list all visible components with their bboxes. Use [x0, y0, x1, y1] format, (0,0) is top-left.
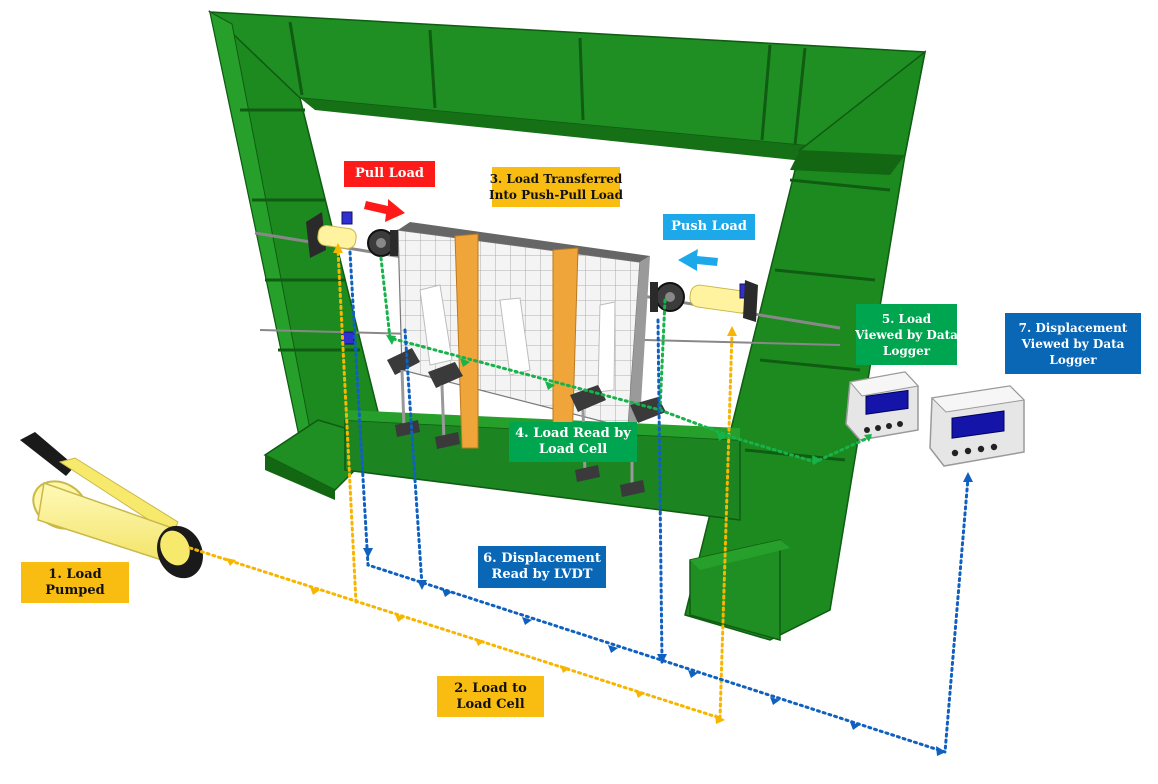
load-cell-left	[367, 229, 398, 257]
label-line: Viewed by Data	[1021, 336, 1125, 351]
push-arrow-icon	[678, 249, 718, 271]
label-line: 7. Displacement	[1018, 320, 1128, 335]
label-line: Pumped	[45, 582, 105, 598]
load-cell-flow-path	[379, 256, 872, 465]
data-logger-2-icon	[929, 385, 1026, 467]
hydraulic-pump-icon	[20, 432, 203, 579]
label-displacement-read-by-lvdt: 6. Displacement Read by LVDT	[478, 546, 606, 588]
label-line: Logger	[1049, 352, 1097, 367]
displacement-flow-path	[348, 250, 973, 756]
label-line: Pull Load	[355, 166, 424, 181]
label-line: Viewed by Data	[855, 327, 958, 342]
label-load-viewed-by-data-logger: 5. Load Viewed by Data Logger	[855, 304, 958, 365]
label-line: Push Load	[671, 219, 747, 234]
label-push-load: Push Load	[663, 214, 755, 240]
label-line: Load Cell	[456, 696, 525, 712]
label-load-pumped: 1. Load Pumped	[21, 562, 129, 603]
label-line: 3. Load Transferred	[489, 172, 623, 186]
pull-arrow-icon	[364, 199, 405, 222]
label-line: 4. Load Read by	[515, 426, 631, 441]
label-line: 5. Load	[881, 311, 932, 326]
label-line: 6. Displacement	[483, 551, 601, 566]
label-line: Into Push-Pull Load	[489, 188, 623, 202]
label-load-to-load-cell: 2. Load to Load Cell	[437, 676, 544, 717]
label-line: Read by LVDT	[491, 567, 593, 582]
label-load-transferred: 3. Load Transferred Into Push-Pull Load	[489, 167, 623, 207]
label-line: Load Cell	[538, 442, 608, 457]
left-jack	[306, 211, 357, 258]
label-line: 1. Load	[48, 566, 102, 582]
label-displacement-viewed-by-data-logger: 7. Displacement Viewed by Data Logger	[1005, 313, 1141, 374]
steel-frame	[208, 9, 927, 641]
load-cell-right	[650, 282, 685, 312]
label-line: Logger	[882, 343, 931, 358]
specimen-wall	[397, 222, 650, 449]
right-jack	[689, 280, 758, 322]
data-logger-1-icon	[845, 371, 919, 441]
label-load-read-by-load-cell: 4. Load Read by Load Cell	[509, 422, 637, 462]
label-line: 2. Load to	[454, 680, 527, 696]
label-pull-load: Pull Load	[344, 161, 435, 187]
load-flow-path	[188, 243, 737, 724]
